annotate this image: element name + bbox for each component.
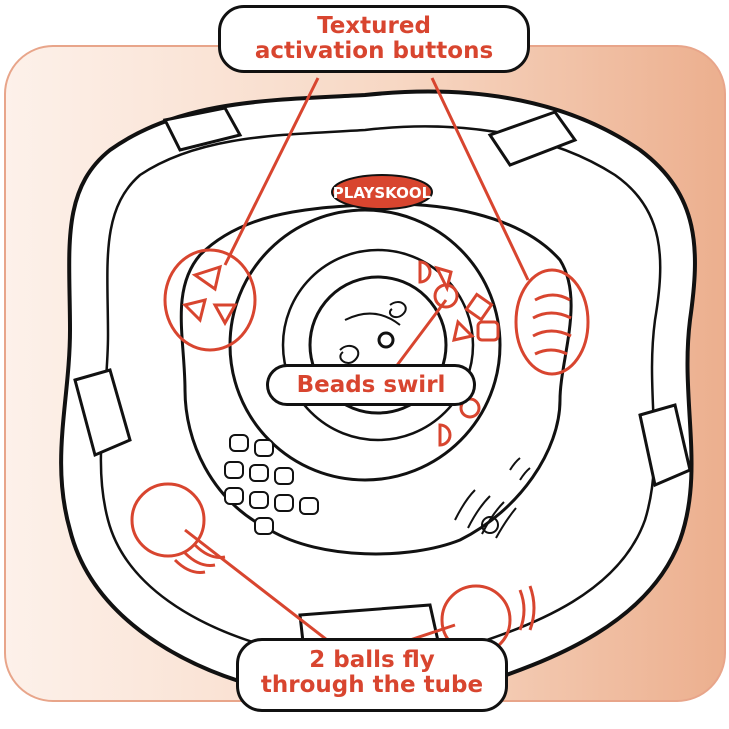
callout-activation-buttons: Textured activation buttons bbox=[218, 5, 530, 73]
callout-beads-swirl: Beads swirl bbox=[266, 364, 476, 406]
svg-text:PLAYSKOOL: PLAYSKOOL bbox=[333, 184, 432, 202]
playskool-logo: PLAYSKOOL bbox=[332, 175, 432, 209]
callout-beads-text: Beads swirl bbox=[269, 373, 473, 398]
dome-center-pin bbox=[379, 333, 393, 347]
callout-balls-line2: through the tube bbox=[239, 673, 505, 698]
callout-activation-line1: Textured bbox=[221, 14, 527, 39]
callout-activation-line2: activation buttons bbox=[221, 39, 527, 64]
callout-balls-fly: 2 balls fly through the tube bbox=[236, 638, 508, 712]
callout-balls-line1: 2 balls fly bbox=[239, 648, 505, 673]
